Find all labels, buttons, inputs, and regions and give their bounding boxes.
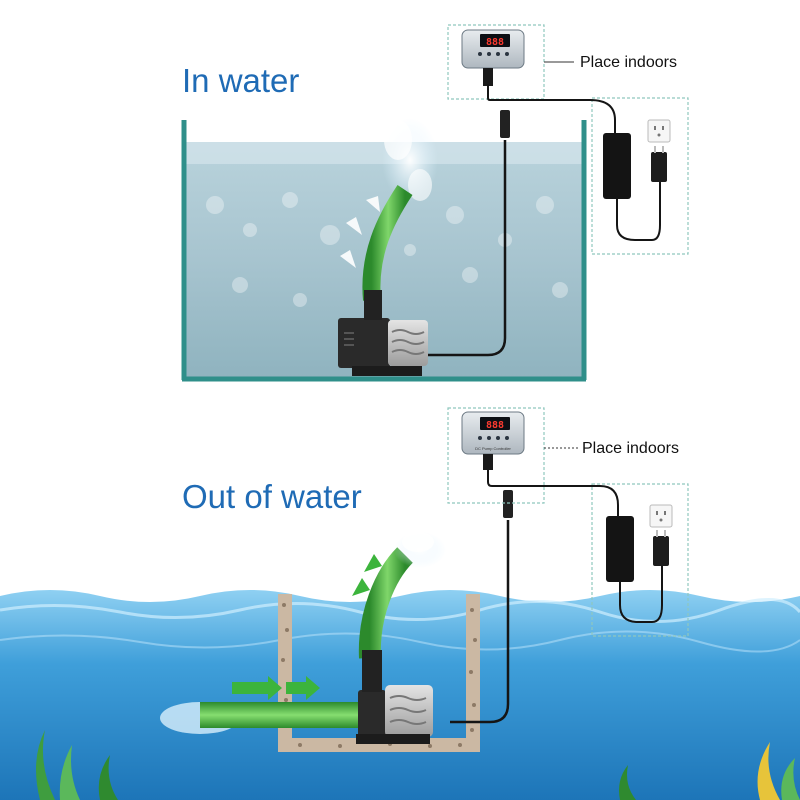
flow-arrow-icon [352,554,382,596]
flow-arrow-icon [340,196,380,268]
power-adapter-icon [589,99,667,241]
in-water-title: In water [182,62,300,99]
water-pump-icon [338,290,428,376]
outlet-hose [358,547,414,659]
out-of-water-title: Out of water [182,478,362,515]
pump-cable [450,520,510,724]
in-water-note: Place indoors [580,54,677,71]
seaweed-decoration [36,730,800,800]
flow-arrow-icon [232,676,320,700]
controller-outline [447,407,545,504]
pump-cable [428,140,507,357]
wall-socket-icon [649,504,673,528]
aquarium-tank [181,120,587,382]
in-water-section: 888 [181,24,689,382]
wall-socket-icon [647,119,671,143]
out-of-water-note: Place indoors [582,440,679,457]
out-of-water-section: 888 DC Pump Controller [0,407,800,800]
pump-controller-icon: 888 [461,29,525,86]
water-pump-icon [356,650,433,744]
controller-display: 888 [486,37,504,48]
controller-display: 888 [486,420,504,431]
water-bubbles [206,192,568,307]
outlet-hose [362,185,413,301]
controller-caption: DC Pump Controller [475,446,511,451]
adapter-outline [591,483,689,637]
power-adapter-icon [599,485,669,623]
pump-controller-icon: 888 DC Pump Controller [461,411,525,470]
adapter-outline [591,97,689,255]
